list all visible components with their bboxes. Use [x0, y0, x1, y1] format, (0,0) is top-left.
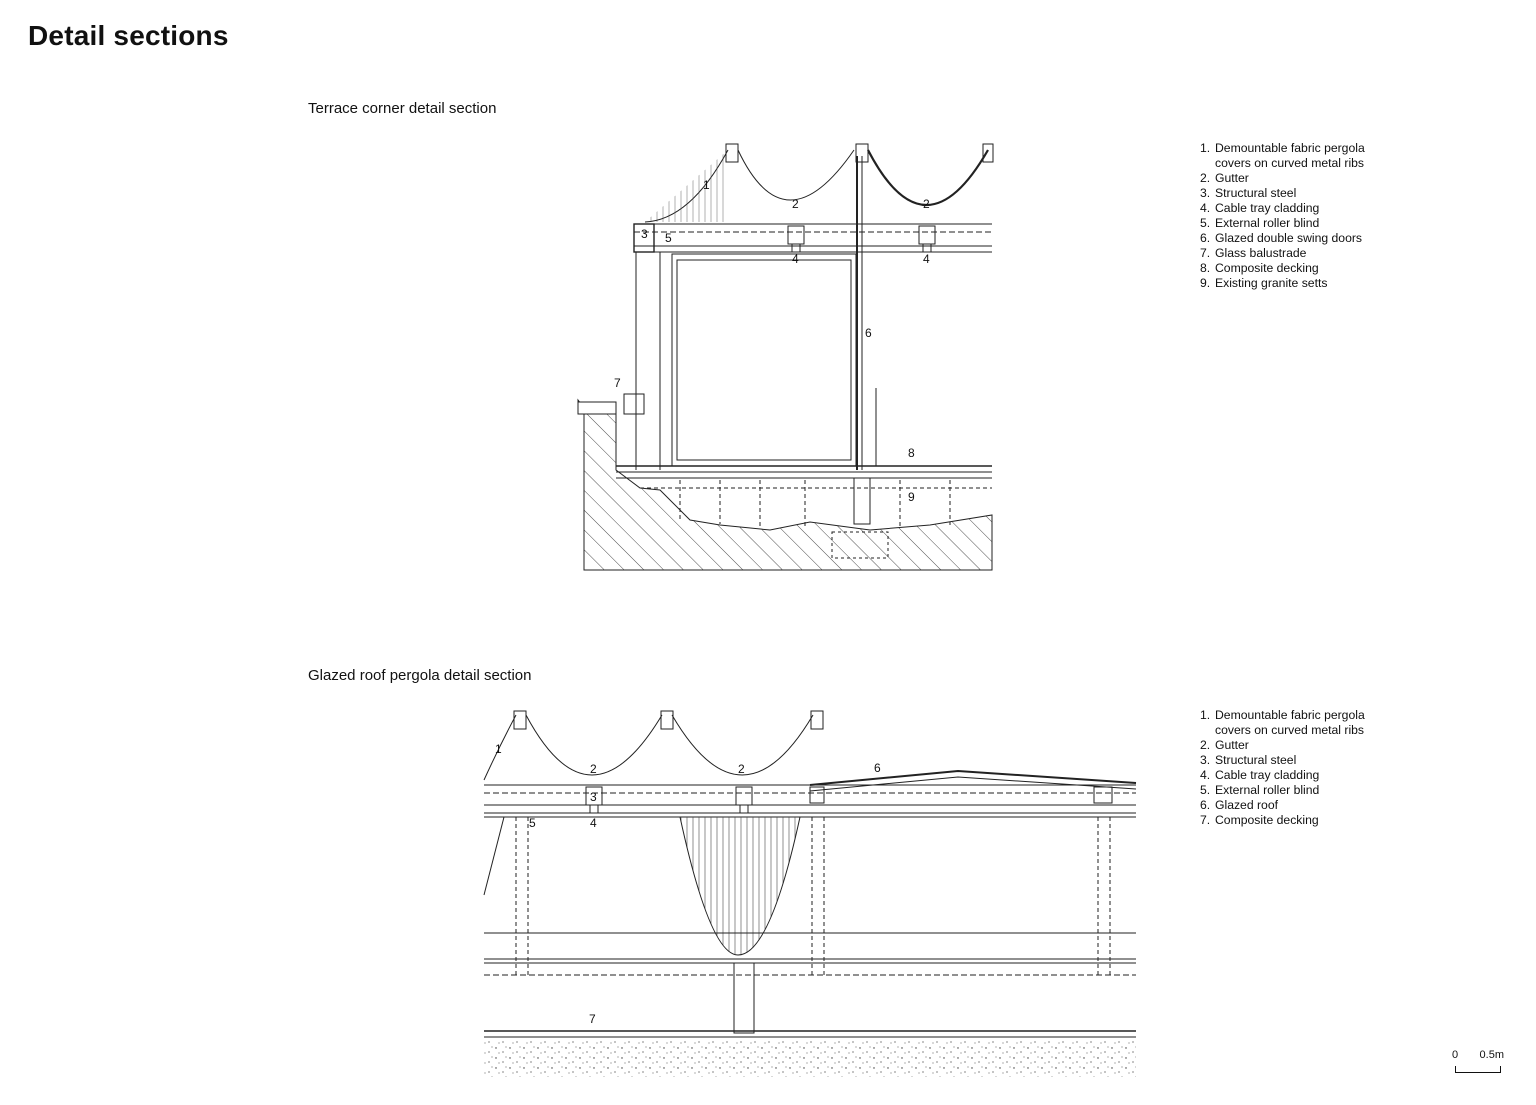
legend-item: 4. Cable tray cladding: [1200, 201, 1365, 216]
legend-item: 5. External roller blind: [1200, 216, 1365, 231]
legend-item-line: Structural steel: [1215, 186, 1297, 200]
terrace-corner-section-drawing: 1 2 2 3 5 4 4 6 7 8 9: [577, 143, 994, 571]
legend-item-number: 6.: [1200, 798, 1211, 812]
callout-9: 9: [908, 490, 915, 504]
legend-item-line: covers on curved metal ribs: [1215, 156, 1365, 170]
legend-item: 7. Composite decking: [1200, 813, 1365, 828]
legend-item-number: 3.: [1200, 753, 1211, 767]
scale-bar-line: [1455, 1066, 1501, 1073]
legend-item-text: Structural steel: [1215, 753, 1296, 768]
legend-item-number: 7.: [1200, 246, 1211, 260]
scale-bar-start: 0: [1452, 1049, 1459, 1061]
legend-item-line: Glazed double swing doors: [1215, 231, 1363, 245]
legend-item-text: External roller blind: [1215, 783, 1319, 798]
scale-bar: 0 0.5m: [1452, 1049, 1504, 1077]
legend-item-text: Glazed double swing doors: [1215, 231, 1362, 246]
legend-item: 2. Gutter: [1200, 171, 1365, 186]
callout-4a: 4: [792, 252, 799, 266]
legend-item-line: Structural steel: [1215, 753, 1297, 767]
legend-item: 5. External roller blind: [1200, 783, 1365, 798]
callout-8: 8: [908, 446, 915, 460]
legend-item-line: Composite decking: [1215, 813, 1319, 827]
legend-item-line: External roller blind: [1215, 783, 1320, 797]
legend-item-line: Glazed roof: [1215, 798, 1279, 812]
legend-item-line: Cable tray cladding: [1215, 768, 1320, 782]
page-title: Detail sections: [28, 20, 229, 51]
legend-item-line: Glass balustrade: [1215, 246, 1307, 260]
legend-item-line: External roller blind: [1215, 216, 1320, 230]
legend-item-number: 1.: [1200, 708, 1211, 722]
legend-item: 8. Composite decking: [1200, 261, 1365, 276]
glazed-roof-pergola-section-drawing: 1 2 2 6 3 5 4 7: [483, 710, 1137, 1077]
section-title-terrace-corner: Terrace corner detail section: [308, 100, 497, 117]
legend-item-line: Demountable fabric pergola: [1215, 141, 1365, 155]
legend-item: 6. Glazed roof: [1200, 798, 1365, 813]
legend-item-text: Cable tray cladding: [1215, 201, 1319, 216]
legend-item-line: Gutter: [1215, 738, 1249, 752]
scale-bar-end: 0.5m: [1479, 1049, 1504, 1061]
legend-item-number: 6.: [1200, 231, 1211, 245]
callout-2a: 2: [792, 197, 799, 211]
legend-item-text: Structural steel: [1215, 186, 1296, 201]
callout-1: 1: [703, 178, 710, 192]
legend-item-number: 4.: [1200, 201, 1211, 215]
legend-item-line: Composite decking: [1215, 261, 1319, 275]
legend-item-line: Existing granite setts: [1215, 276, 1328, 290]
callout-7: 7: [589, 1012, 596, 1026]
legend-item-line: covers on curved metal ribs: [1215, 723, 1365, 737]
callout-4b: 4: [923, 252, 930, 266]
legend-item-text: Gutter: [1215, 171, 1249, 186]
legend-item-number: 8.: [1200, 261, 1211, 275]
legend-item-number: 2.: [1200, 171, 1211, 185]
legend-item-text: Glass balustrade: [1215, 246, 1306, 261]
section-title-glazed-roof-pergola: Glazed roof pergola detail section: [308, 667, 532, 684]
callout-3: 3: [590, 790, 597, 804]
callout-1: 1: [495, 742, 502, 756]
legend-item-number: 4.: [1200, 768, 1211, 782]
legend-item-text: Composite decking: [1215, 813, 1319, 828]
legend-item: 6. Glazed double swing doors: [1200, 231, 1365, 246]
legend-item-text: External roller blind: [1215, 216, 1319, 231]
callout-5: 5: [529, 816, 536, 830]
legend-item-number: 5.: [1200, 783, 1211, 797]
callout-4: 4: [590, 816, 597, 830]
legend-item-line: Cable tray cladding: [1215, 201, 1320, 215]
legend-item-number: 3.: [1200, 186, 1211, 200]
legend-item-number: 5.: [1200, 216, 1211, 230]
legend-item-text: Existing granite setts: [1215, 276, 1327, 291]
callout-6: 6: [865, 326, 872, 340]
legend-item: 3. Structural steel: [1200, 753, 1365, 768]
legend-item-text: Composite decking: [1215, 261, 1319, 276]
legend-item-text: Glazed roof: [1215, 798, 1278, 813]
legend-item-line: Demountable fabric pergola: [1215, 708, 1365, 722]
callout-7: 7: [614, 376, 621, 390]
legend-item: 4. Cable tray cladding: [1200, 768, 1365, 783]
legend-item-number: 7.: [1200, 813, 1211, 827]
legend-item-text: Gutter: [1215, 738, 1249, 753]
callout-5: 5: [665, 231, 672, 245]
legend-item-text: Cable tray cladding: [1215, 768, 1319, 783]
legend-item: 7. Glass balustrade: [1200, 246, 1365, 261]
legend-item-line: Gutter: [1215, 171, 1249, 185]
legend-item-number: 9.: [1200, 276, 1211, 290]
legend-item-number: 1.: [1200, 141, 1211, 155]
legend-item: 9. Existing granite setts: [1200, 276, 1365, 291]
legend-item: 2. Gutter: [1200, 738, 1365, 753]
callout-2b: 2: [923, 197, 930, 211]
callout-6: 6: [874, 761, 881, 775]
callout-3: 3: [641, 227, 648, 241]
callout-2b: 2: [738, 762, 745, 776]
callout-2a: 2: [590, 762, 597, 776]
legend-item: 3. Structural steel: [1200, 186, 1365, 201]
legend-item-number: 2.: [1200, 738, 1211, 752]
